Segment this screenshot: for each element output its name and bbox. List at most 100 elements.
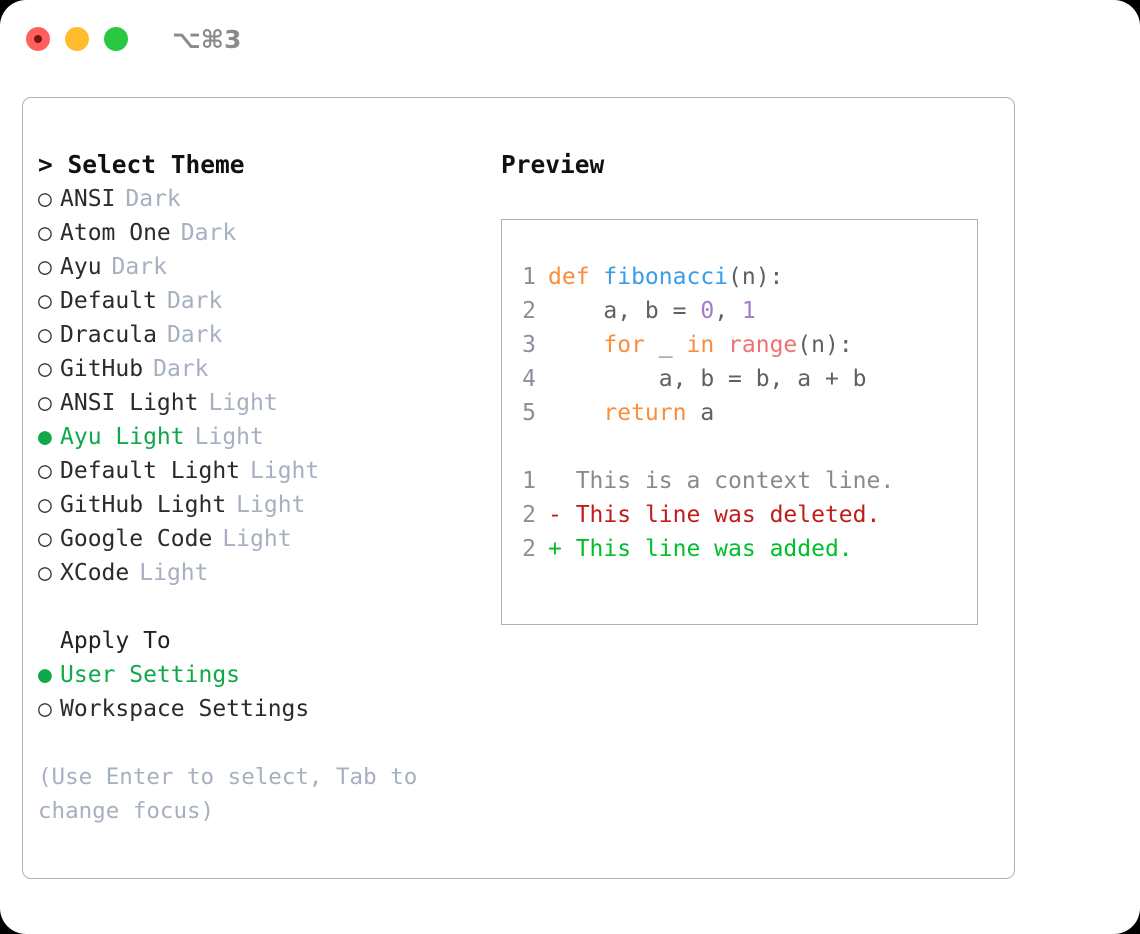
radio-unselected-icon: ○ — [38, 186, 52, 212]
code-token-kw: for — [603, 332, 645, 358]
radio-unselected-icon: ○ — [38, 390, 52, 416]
diff-text: This line was added. — [561, 536, 853, 562]
line-number: 1 — [522, 468, 536, 494]
theme-option-label: Ayu Light — [60, 424, 185, 450]
theme-option-label: XCode — [60, 560, 130, 586]
theme-variant-tag: Dark — [180, 220, 237, 246]
theme-variant-tag: Dark — [153, 356, 209, 382]
line-number: 4 — [522, 366, 536, 392]
radio-unselected-icon: ○ — [38, 288, 52, 314]
theme-option-label: Ayu — [60, 254, 102, 280]
list-spacer — [38, 590, 493, 624]
code-token-plain: , — [714, 298, 742, 324]
diff-text: This is a context line. — [561, 468, 895, 494]
apply-to-option-label: Workspace Settings — [60, 696, 310, 722]
theme-option-ayu-light[interactable]: ● Ayu Light Light — [38, 420, 493, 454]
code-line: 5 return a — [502, 396, 977, 430]
theme-option-github[interactable]: ○ GitHub Dark — [38, 352, 493, 386]
theme-option-dracula[interactable]: ○ Dracula Dark — [38, 318, 493, 352]
radio-unselected-icon: ○ — [38, 458, 52, 484]
theme-variant-tag: Light — [222, 526, 292, 552]
theme-variant-tag: Dark — [166, 322, 223, 348]
radio-unselected-icon: ○ — [38, 356, 52, 382]
apply-to-option-workspace-settings[interactable]: ○ Workspace Settings — [38, 692, 493, 726]
code-token-num: 0 — [700, 298, 715, 324]
code-line: 2 a, b = 0, 1 — [502, 294, 977, 328]
theme-option-label: GitHub — [60, 356, 144, 382]
diff-sign — [548, 464, 562, 498]
keyboard-hint: (Use Enter to select, Tab to change focu… — [38, 764, 418, 824]
code-token-plain: _ — [644, 332, 687, 358]
theme-option-label: Dracula — [60, 322, 157, 348]
line-number: 2 — [522, 298, 536, 324]
code-token-kw: def — [548, 264, 604, 290]
select-theme-header: > Select Theme — [38, 150, 245, 179]
diff-sign: + — [548, 536, 562, 562]
maximize-window-icon[interactable] — [104, 27, 128, 51]
code-gap — [502, 430, 977, 464]
minimize-window-icon[interactable] — [65, 27, 89, 51]
theme-option-xcode[interactable]: ○ XCode Light — [38, 556, 493, 590]
title-bar: ⌥⌘3 — [0, 0, 1140, 78]
code-token-num: 1 — [741, 298, 756, 324]
radio-unselected-icon: ○ — [38, 322, 52, 348]
code-content: a, b = 0, 1 — [548, 294, 756, 328]
theme-option-label: Default — [60, 288, 157, 314]
diff-line-del: 2- This line was deleted. — [502, 498, 977, 532]
diff-sample: 1 This is a context line. 2- This line wa… — [502, 464, 977, 566]
apply-to-option-user-settings[interactable]: ●User Settings — [38, 658, 493, 692]
close-window-icon[interactable] — [26, 27, 50, 51]
preview-header: Preview — [501, 150, 605, 179]
traffic-lights — [26, 27, 128, 51]
line-number: 2 — [522, 536, 536, 562]
code-token-plain: (n): — [728, 264, 784, 290]
theme-variant-tag: Dark — [125, 186, 181, 212]
theme-option-label: GitHub Light — [60, 492, 227, 518]
theme-variant-tag: Light — [236, 492, 306, 518]
diff-sign: - — [548, 502, 562, 528]
line-number: 5 — [522, 400, 536, 426]
theme-variant-tag: Dark — [111, 254, 167, 280]
code-token-plain — [714, 332, 728, 358]
code-token-plain — [548, 400, 603, 426]
theme-variant-tag: Light — [194, 424, 264, 450]
theme-option-github-light[interactable]: ○ GitHub Light Light — [38, 488, 493, 522]
radio-unselected-icon: ○ — [38, 220, 52, 246]
radio-unselected-icon: ○ — [38, 492, 52, 518]
theme-variant-tag: Light — [139, 560, 209, 586]
theme-option-label: ANSI — [60, 186, 116, 212]
code-token-kw: return — [603, 400, 687, 426]
diff-text: This line was deleted. — [561, 502, 881, 528]
code-token-plain: a, b = — [548, 298, 701, 324]
radio-unselected-icon: ○ — [38, 560, 52, 586]
code-content: for _ in range(n): — [548, 328, 852, 362]
code-line: 4 a, b = b, a + b — [502, 362, 977, 396]
line-number: 1 — [522, 264, 536, 290]
theme-option-ansi[interactable]: ○ ANSI Dark — [38, 182, 493, 216]
code-token-fn: fibonacci — [603, 264, 729, 290]
code-content: def fibonacci(n): — [548, 260, 783, 294]
window-title: ⌥⌘3 — [172, 24, 242, 54]
apply-to-list: ●User Settings ○ Workspace Settings — [38, 658, 493, 726]
radio-unselected-icon: ○ — [38, 696, 52, 722]
code-token-plain: a, b = b, a + b — [548, 366, 867, 392]
code-token-plain — [548, 332, 603, 358]
theme-variant-tag: Dark — [166, 288, 223, 314]
theme-option-default[interactable]: ○ Default Dark — [38, 284, 493, 318]
code-token-bi: range — [728, 332, 798, 358]
theme-option-label: Default Light — [60, 458, 241, 484]
theme-option-label: Google Code — [60, 526, 213, 552]
code-line: 1 def fibonacci(n): — [502, 260, 977, 294]
radio-selected-icon: ● — [38, 424, 52, 450]
line-number: 2 — [522, 502, 536, 528]
